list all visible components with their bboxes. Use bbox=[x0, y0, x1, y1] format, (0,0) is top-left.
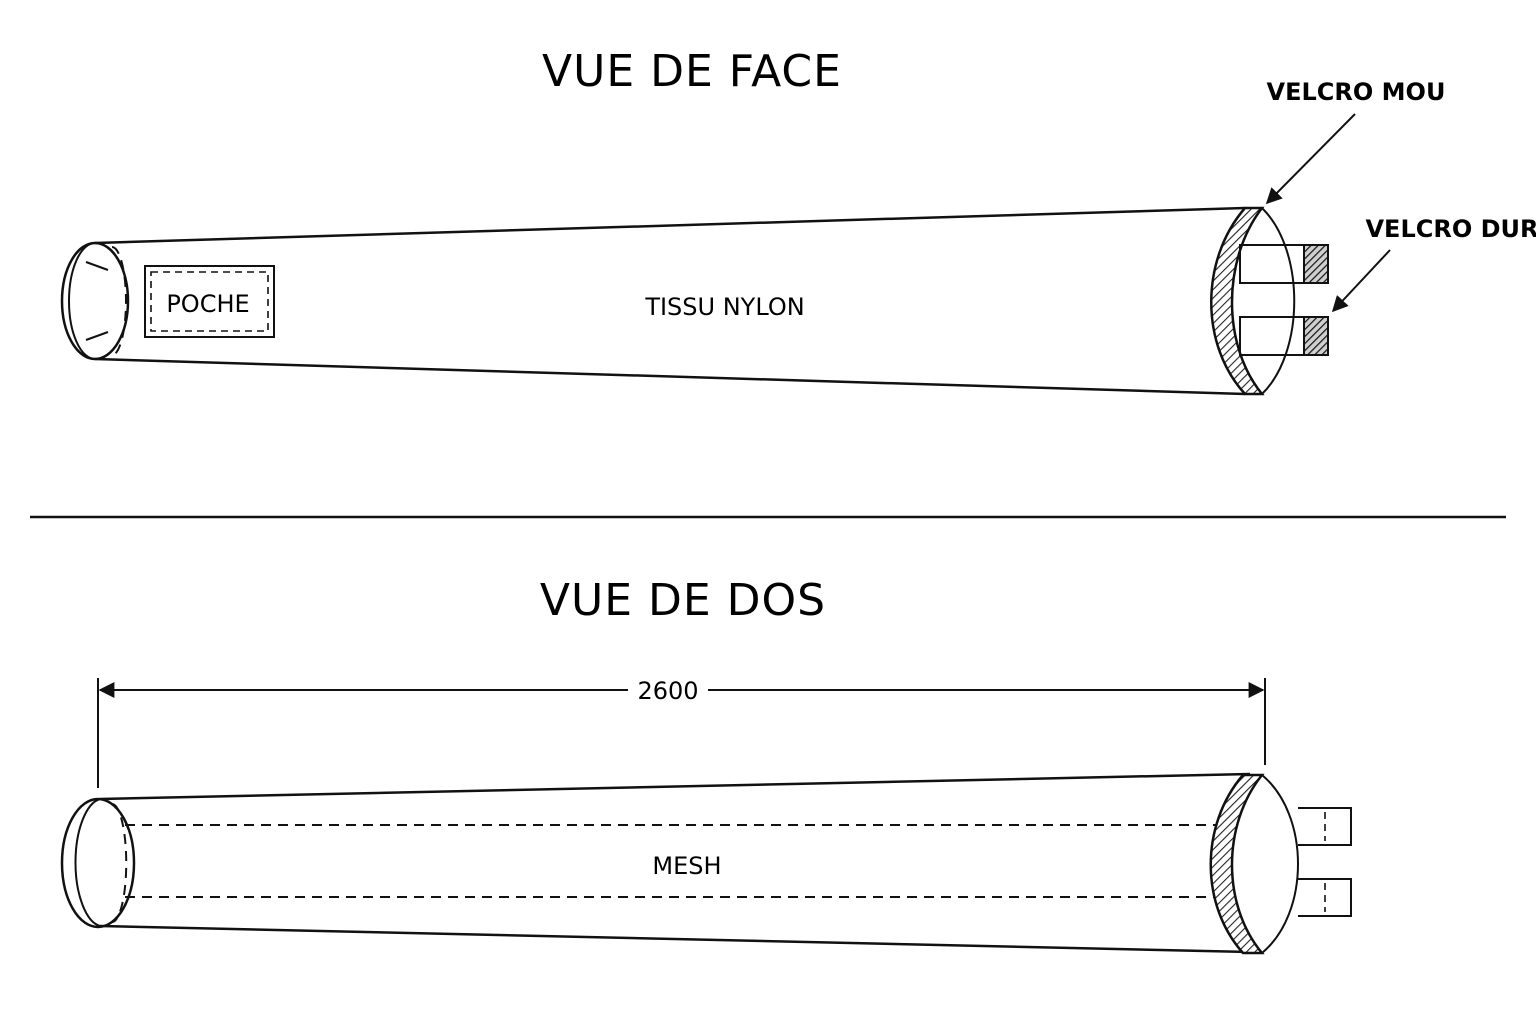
front-velcro-band bbox=[1210, 206, 1296, 396]
front-material-label: TISSU NYLON bbox=[644, 293, 804, 321]
callout-velcro-mou: VELCRO MOU bbox=[1267, 78, 1446, 106]
back-straps bbox=[1298, 807, 1352, 917]
front-straps bbox=[1239, 244, 1329, 356]
dimension-value: 2600 bbox=[637, 677, 698, 705]
back-velcro-band bbox=[1209, 773, 1299, 955]
front-left-opening bbox=[60, 241, 130, 361]
callout-velcro-dur: VELCRO DUR bbox=[1365, 215, 1536, 243]
arrow-velcro-dur bbox=[1331, 249, 1391, 313]
back-material-label: MESH bbox=[652, 852, 721, 880]
front-view-title: VUE DE FACE bbox=[542, 46, 842, 97]
back-view: VUE DE DOS 2600 MESH bbox=[60, 575, 1352, 955]
back-left-opening bbox=[60, 797, 136, 929]
pocket-label: POCHE bbox=[166, 290, 249, 318]
back-tube-body bbox=[99, 772, 1251, 954]
front-tube-body bbox=[94, 206, 1246, 396]
front-pocket: POCHE bbox=[144, 265, 275, 338]
dimension-2600: 2600 bbox=[97, 677, 1266, 788]
arrow-velcro-mou bbox=[1265, 113, 1356, 205]
front-view: VUE DE FACE POCHE TISSU NYLON bbox=[60, 46, 1536, 396]
back-view-title: VUE DE DOS bbox=[540, 575, 826, 626]
